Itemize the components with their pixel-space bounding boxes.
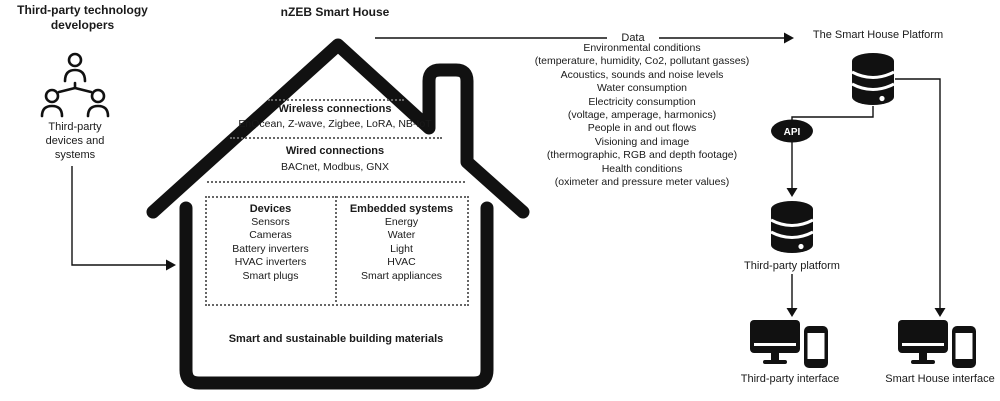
data-arrow-label: Data bbox=[607, 31, 659, 45]
dotted-column-divider bbox=[335, 196, 337, 302]
arrowhead-down-icon bbox=[934, 308, 946, 317]
arrowhead-down-icon bbox=[786, 188, 798, 197]
embedded-item: Light bbox=[390, 242, 413, 255]
people-network-icon bbox=[40, 52, 110, 118]
thirdparty-devices-caption: Third-party devices and systems bbox=[45, 121, 105, 161]
data-line: (temperature, humidity, Co2, pollutant g… bbox=[534, 55, 750, 68]
embedded-item: Water bbox=[387, 229, 416, 242]
arrow-platform-to-thirdparty-platform bbox=[791, 106, 874, 190]
third-party-interface-label: Third-party interface bbox=[740, 373, 840, 385]
dotted-separator bbox=[268, 99, 404, 101]
data-line: (thermographic, RGB and depth footage) bbox=[546, 149, 738, 162]
devices-column: Devices Sensors Cameras Battery inverter… bbox=[208, 202, 333, 283]
data-line: Water consumption bbox=[596, 82, 688, 95]
house-title: nZEB Smart House bbox=[280, 5, 390, 19]
database-icon bbox=[770, 201, 814, 253]
arrow-platform-to-smarthouse-interface bbox=[895, 78, 941, 310]
data-line: (voltage, amperage, harmonics) bbox=[567, 109, 717, 122]
data-line: Visioning and image bbox=[594, 135, 690, 148]
arrow-thirdparty-to-house bbox=[71, 166, 167, 266]
device-item: HVAC inverters bbox=[234, 256, 307, 269]
devices-icon bbox=[750, 320, 828, 368]
embedded-item: HVAC bbox=[387, 256, 416, 269]
data-list: Environmental conditions (temperature, h… bbox=[518, 42, 766, 189]
device-item: Battery inverters bbox=[232, 242, 309, 255]
dotted-separator bbox=[230, 137, 442, 139]
embedded-heading: Embedded systems bbox=[349, 203, 454, 215]
data-line: Environmental conditions bbox=[583, 42, 701, 54]
dotted-separator bbox=[207, 181, 465, 183]
thirdparty-developers-title: Third-party technology developers bbox=[17, 3, 148, 32]
wired-heading: Wired connections bbox=[285, 145, 385, 157]
device-item: Smart plugs bbox=[242, 269, 299, 282]
data-line: Electricity consumption bbox=[588, 95, 696, 108]
wireless-items: EnOcean, Z-wave, Zigbee, LoRA, NB-IoT bbox=[238, 118, 432, 130]
wired-items: BACnet, Modbus, GNX bbox=[281, 161, 389, 173]
arrowhead-down-icon bbox=[786, 308, 798, 317]
smart-house-interface-label: Smart House interface bbox=[885, 373, 995, 385]
device-item: Sensors bbox=[251, 216, 290, 228]
api-badge: API bbox=[771, 119, 813, 143]
dotted-columns-box bbox=[205, 196, 469, 306]
api-label: API bbox=[784, 127, 801, 138]
embedded-column: Embedded systems Energy Water Light HVAC… bbox=[339, 202, 464, 283]
third-party-platform-label: Third-party platform bbox=[744, 260, 840, 272]
data-line: Health conditions bbox=[601, 162, 683, 175]
devices-heading: Devices bbox=[249, 203, 292, 215]
arrowhead-right-icon bbox=[166, 259, 176, 271]
smart-house-platform-label: The Smart House Platform bbox=[812, 29, 944, 41]
materials-label: Smart and sustainable building materials bbox=[228, 333, 444, 345]
device-item: Cameras bbox=[249, 229, 292, 242]
data-line: People in and out flows bbox=[587, 122, 697, 135]
house-roof-outline bbox=[146, 38, 530, 219]
house-walls-outline bbox=[179, 201, 494, 390]
data-line: (oximeter and pressure meter values) bbox=[554, 176, 730, 189]
database-icon bbox=[851, 53, 895, 105]
wireless-heading: Wireless connections bbox=[278, 103, 392, 115]
data-line: Acoustics, sounds and noise levels bbox=[560, 68, 724, 81]
arrowhead-data-icon bbox=[784, 32, 794, 44]
embedded-item: Smart appliances bbox=[360, 269, 443, 282]
embedded-item: Energy bbox=[384, 216, 419, 228]
devices-icon bbox=[898, 320, 976, 368]
